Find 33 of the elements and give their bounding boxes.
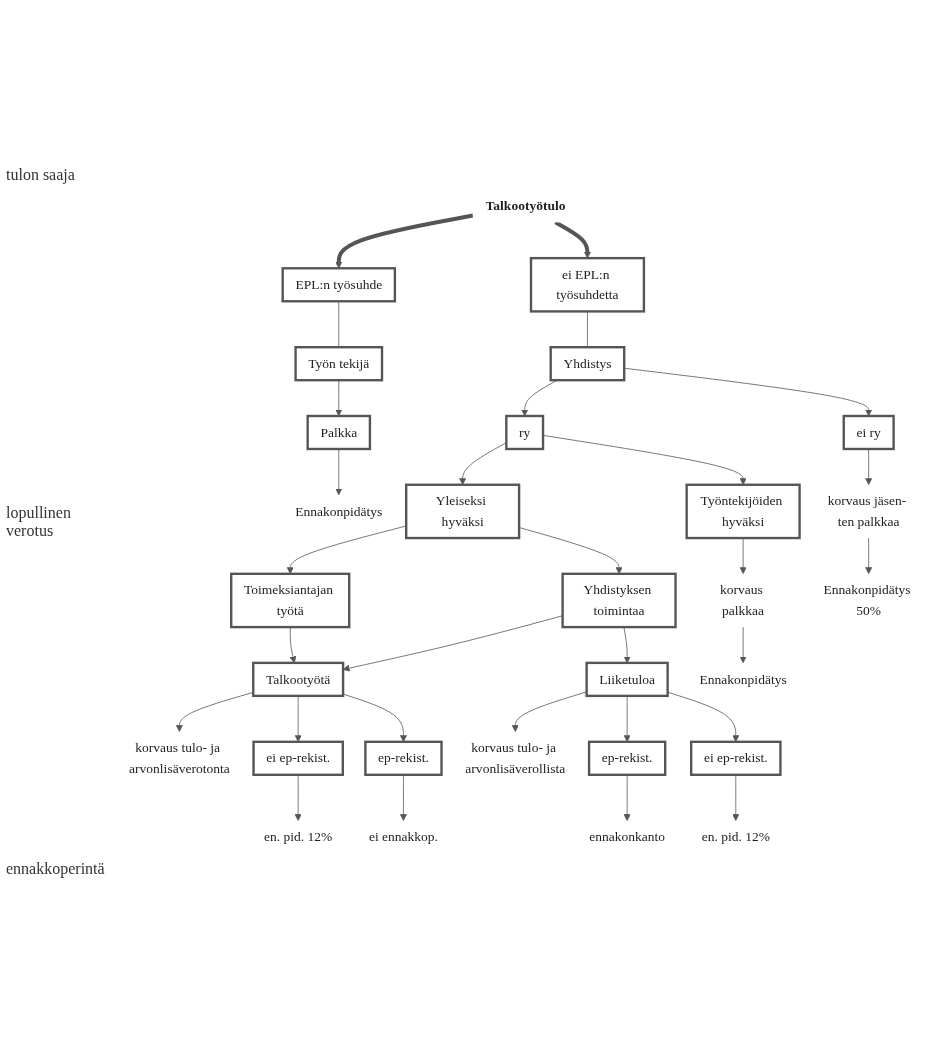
node-box: Yleiseksi hyväksi: [405, 484, 521, 540]
node-text: en. pid. 12%: [264, 829, 333, 846]
node-text: Ennakonpidätys: [295, 504, 383, 520]
row-label: ennakkoperintä: [6, 860, 104, 878]
node-box: ei ep-rekist.: [252, 741, 344, 777]
node-text: ei ennakkop.: [368, 829, 438, 846]
node-box: ei ep-rekist.: [689, 741, 782, 777]
node-box: Liiketuloa: [585, 662, 669, 698]
node-box: Yhdistyksen toimintaa: [561, 573, 677, 629]
node-text: korvaus jäsen- ten palkkaa: [827, 493, 907, 530]
node-box: Palkka: [306, 415, 372, 451]
row-label: lopullinen verotus: [6, 504, 72, 540]
node-text: korvaus palkkaa: [720, 583, 765, 619]
node-box: ry: [505, 415, 545, 451]
node-box: EPL:n työsuhde: [281, 267, 397, 303]
node-box: ei ry: [842, 415, 895, 451]
node-text: Ennakonpidätys: [699, 672, 787, 688]
node-text: korvaus tulo- ja arvonlisäverotonta: [129, 740, 230, 777]
node-text: Talkootyötulo: [485, 198, 566, 214]
node-box: ep-rekist.: [364, 741, 443, 777]
arrow: [554, 221, 591, 259]
node-text: korvaus tulo- ja arvonlisäverollista: [465, 740, 566, 777]
row-label: tulon saaja: [6, 166, 76, 184]
node-text: en. pid. 12%: [701, 829, 770, 846]
node-text: Ennakonpidätys 50%: [823, 583, 911, 619]
node-box: Toimeksiantajan työtä: [230, 573, 351, 629]
node-box: Työntekijöiden hyväksi: [685, 484, 801, 540]
node-box: Talkootyötä: [252, 662, 345, 698]
node-box: ei EPL:n työsuhdetta: [529, 257, 646, 314]
node-text: ennakonkanto: [589, 829, 666, 846]
node-box: ep-rekist.: [587, 741, 667, 777]
node-box: Työn tekijä: [294, 346, 384, 382]
node-box: Yhdistys: [549, 346, 626, 382]
